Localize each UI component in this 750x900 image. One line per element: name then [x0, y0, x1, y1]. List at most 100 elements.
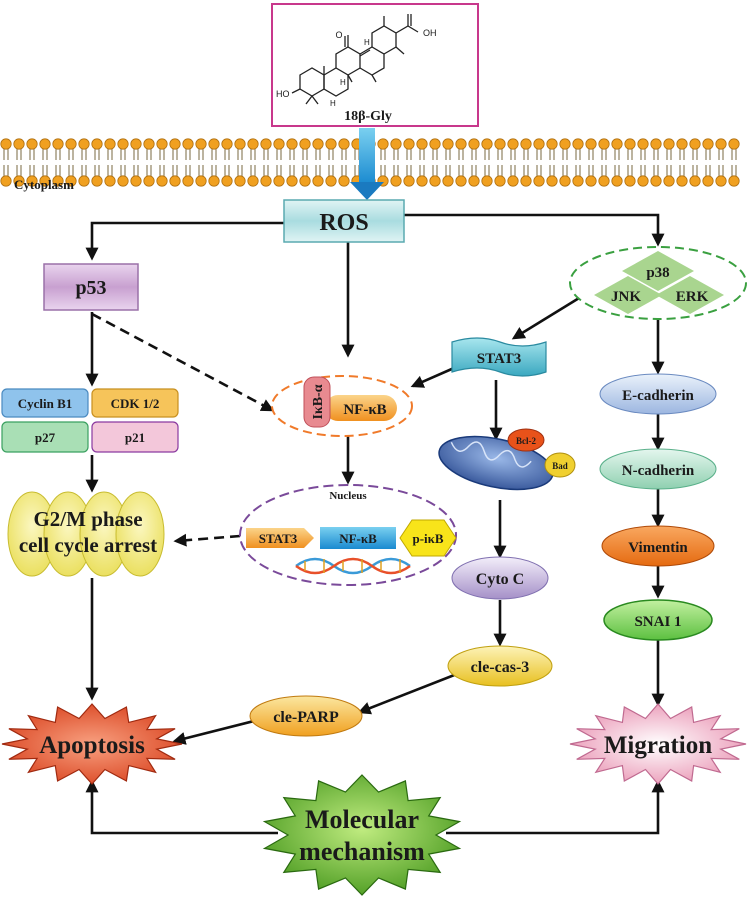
- lipid-tail: [445, 147, 451, 178]
- lipid-head: [663, 175, 675, 187]
- cle-parp-node: cle-PARP: [249, 695, 363, 737]
- jnk-label: JNK: [611, 289, 641, 305]
- lipid-head: [338, 138, 350, 150]
- lipid-tail: [81, 147, 87, 178]
- lipid-head: [234, 138, 246, 150]
- stat3-banner: STAT3: [451, 337, 547, 377]
- cdk-box: [91, 388, 179, 418]
- compound-box: O OH HO H H H 18β-Gly: [271, 3, 479, 127]
- lipid-head: [247, 175, 259, 187]
- lipid-head: [702, 138, 714, 150]
- lipid-head: [507, 175, 519, 187]
- lipid-head: [143, 175, 155, 187]
- cle-cas3-node: cle-cas-3: [447, 645, 553, 687]
- nucleus-stat3-label: STAT3: [259, 531, 298, 546]
- lipid-head: [286, 138, 298, 150]
- lipid-head: [195, 175, 207, 187]
- lipid-tail: [250, 147, 256, 178]
- lipid-head: [377, 138, 389, 150]
- bcl2-node: [507, 428, 545, 452]
- vimentin-label: Vimentin: [628, 540, 688, 556]
- lipid-tail: [614, 147, 620, 178]
- lipid-tail: [471, 147, 477, 178]
- cyto-c-label: Cyto C: [476, 571, 524, 588]
- lipid-tail: [120, 147, 126, 178]
- chemical-structure: [291, 14, 419, 105]
- lipid-tail: [276, 147, 282, 178]
- nfkb-label: NF-κB: [343, 402, 386, 418]
- lipid-tail: [406, 147, 412, 178]
- lipid-tail: [484, 147, 490, 178]
- lipid-head: [507, 138, 519, 150]
- bcl2-label: Bcl-2: [516, 436, 536, 446]
- e-cadherin-node: E-cadherin: [599, 373, 717, 415]
- lipid-head: [520, 175, 532, 187]
- lipid-tail: [172, 147, 178, 178]
- lipid-tail: [588, 147, 594, 178]
- p-ikb-label: p-iκB: [412, 531, 443, 546]
- lipid-head: [533, 138, 545, 150]
- lipid-head: [390, 138, 402, 150]
- bad-node: [544, 452, 576, 478]
- entry-arrow: [350, 128, 384, 200]
- arrest-line-2: cell cycle arrest: [19, 533, 157, 557]
- lipid-head: [91, 175, 103, 187]
- lipid-head: [130, 175, 142, 187]
- p-ikb-node: [399, 519, 457, 557]
- lipid-tail: [3, 147, 9, 178]
- lipid-head: [598, 175, 610, 187]
- snai1-node: SNAI 1: [603, 599, 713, 641]
- lipid-head: [611, 138, 623, 150]
- lipid-head: [429, 138, 441, 150]
- lipid-head: [455, 138, 467, 150]
- lipid-head: [130, 138, 142, 150]
- nucleus-label: Nucleus: [329, 490, 367, 502]
- lipid-tail: [653, 147, 659, 178]
- lipid-head: [624, 138, 636, 150]
- g2m-arrest-group: G2/M phase cell cycle arrest: [7, 491, 165, 577]
- lipid-head: [286, 175, 298, 187]
- lipid-tail: [42, 147, 48, 178]
- cytoplasm-label: Cytoplasm: [14, 177, 74, 192]
- p53-label: p53: [75, 277, 106, 299]
- lipid-head: [143, 138, 155, 150]
- lipid-head: [91, 138, 103, 150]
- p27-box: [1, 421, 89, 453]
- lipid-head: [689, 138, 701, 150]
- lipid-head: [65, 175, 77, 187]
- lipid-tail: [16, 147, 22, 178]
- lipid-head: [572, 175, 584, 187]
- hydrogen-label-2: H: [340, 78, 346, 87]
- lipid-head: [468, 175, 480, 187]
- lipid-head: [403, 175, 415, 187]
- lipid-tail: [159, 147, 165, 178]
- lipid-head: [533, 175, 545, 187]
- lipid-head: [312, 175, 324, 187]
- lipid-head: [26, 138, 38, 150]
- lipid-head: [260, 138, 272, 150]
- migration-burst: Migration: [569, 703, 747, 785]
- bad-label: Bad: [552, 461, 568, 471]
- ros-label: ROS: [319, 210, 368, 236]
- cyto-c-node: Cyto C: [451, 556, 549, 600]
- lipid-tail: [133, 147, 139, 178]
- lipid-head: [13, 138, 25, 150]
- mapk-group: p38 JNK ERK: [569, 246, 747, 320]
- nucleus-stat3-node: [246, 528, 314, 548]
- lipid-head: [104, 138, 116, 150]
- lipid-head: [0, 138, 12, 150]
- lipid-tail: [94, 147, 100, 178]
- lipid-tail: [302, 147, 308, 178]
- lipid-head: [52, 138, 64, 150]
- lipid-head: [520, 138, 532, 150]
- lipid-tail: [315, 147, 321, 178]
- lipid-head: [247, 138, 259, 150]
- lipid-tail: [107, 147, 113, 178]
- compound-name: 18β-Gly: [344, 109, 392, 124]
- lipid-tail: [55, 147, 61, 178]
- lipid-head: [221, 138, 233, 150]
- lipid-tail: [354, 147, 360, 178]
- lipid-head: [637, 175, 649, 187]
- lipid-head: [702, 175, 714, 187]
